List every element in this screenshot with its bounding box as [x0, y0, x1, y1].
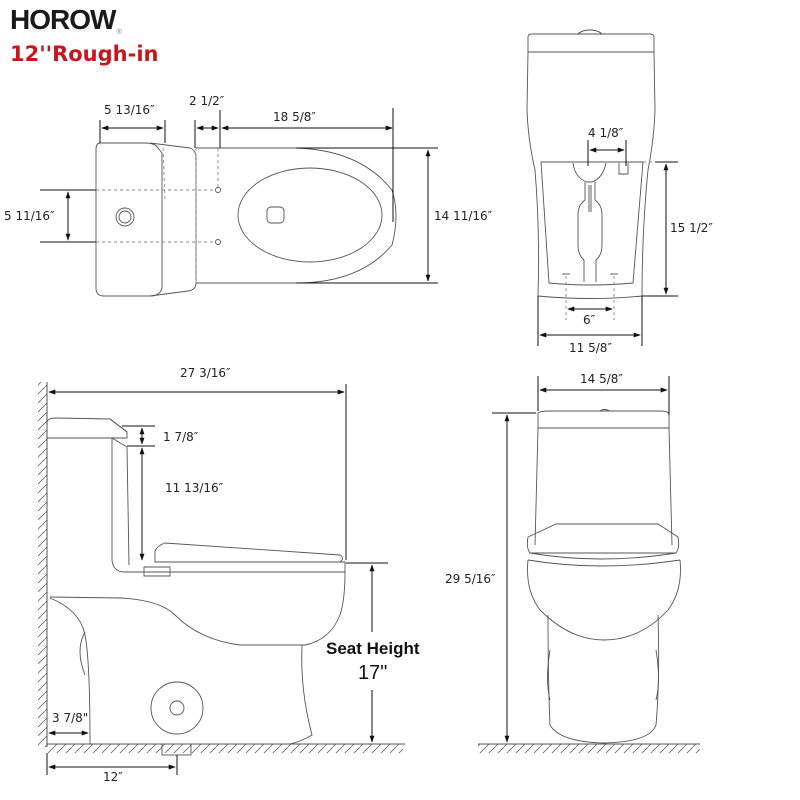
rear-view-dimension-lines [537, 140, 678, 346]
dim-bolt-span: 6″ [583, 313, 596, 327]
front-view-dimension-lines [492, 376, 670, 743]
dim-bolt-spacing: 5 11/16″ [4, 209, 55, 223]
side-view [46, 417, 346, 756]
brand-logo: HOROW® [10, 4, 122, 36]
dim-tank-height: 11 13/16″ [165, 481, 224, 495]
dim-base-width: 11 5/8″ [569, 341, 612, 355]
dim-lid-thickness: 1 7/8″ [163, 430, 199, 444]
rough-in-title: 12''Rough-in [10, 42, 159, 66]
front-view [526, 409, 681, 744]
dim-overall-width: 14 11/16″ [434, 209, 493, 223]
dim-bolt-offset: 2 1/2″ [189, 94, 225, 108]
dim-rough-in: 12″ [103, 770, 123, 784]
front-view-floor [478, 743, 700, 753]
seat-height-label: Seat Height [326, 639, 420, 658]
dim-overall-length: 27 3/16″ [180, 366, 231, 380]
dim-overall-height: 29 5/16″ [445, 572, 496, 586]
side-view-dimension-lines [46, 384, 388, 775]
side-view-wall-floor [38, 382, 405, 753]
dim-base-height: 15 1/2″ [670, 221, 713, 235]
seat-height-value: 17" [358, 662, 388, 684]
dim-bowl-length: 18 5/8″ [273, 110, 316, 124]
registered-mark: ® [116, 29, 122, 36]
dim-wall-gap: 3 7/8" [52, 711, 89, 725]
top-view-dimension-lines [40, 108, 438, 284]
dim-tank-width: 14 5/8″ [580, 372, 623, 386]
brand-name: HOROW [10, 4, 116, 35]
dim-inlet-offset: 4 1/8″ [588, 126, 624, 140]
dim-tank-depth: 5 13/16″ [104, 103, 155, 117]
top-view [95, 142, 397, 297]
rear-view [526, 29, 656, 320]
